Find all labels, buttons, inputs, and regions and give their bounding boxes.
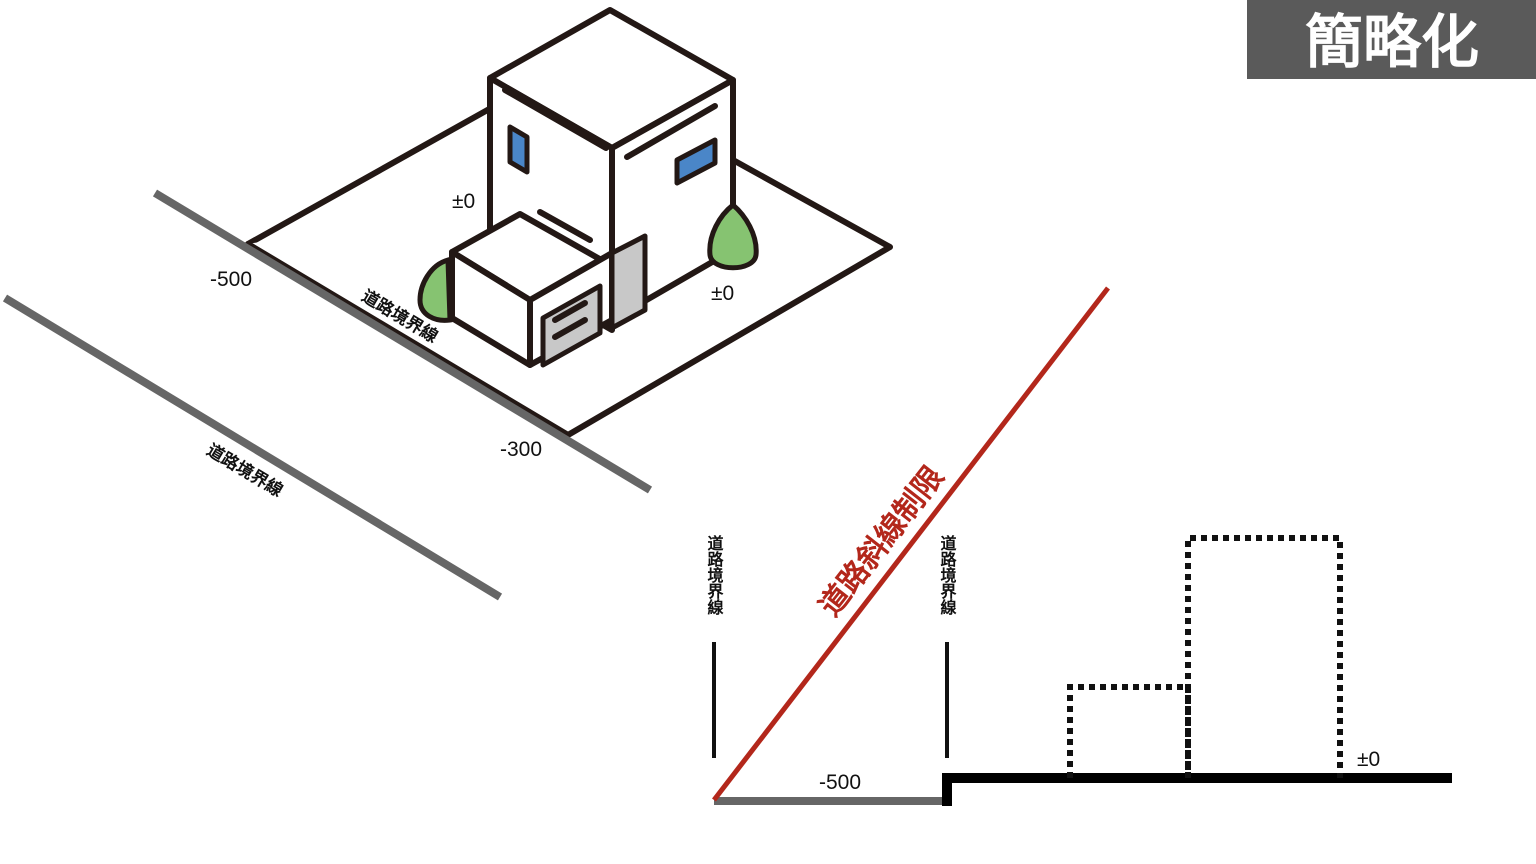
road-boundary-outer-label: 道路境界線 <box>203 440 287 502</box>
building-high-outline <box>1185 535 1343 778</box>
title-badge: 簡略化 <box>1247 0 1536 79</box>
level-label-house-left: ±0 <box>452 190 475 213</box>
window-icon <box>674 137 718 186</box>
level-label-house-right: ±0 <box>711 282 734 305</box>
house-illustration <box>417 7 759 368</box>
title-badge-text: 簡略化 <box>1305 8 1479 76</box>
door-icon <box>609 233 648 331</box>
boundary-label-right: 道路境界線 <box>938 534 957 616</box>
road-boundary-outer-line <box>2 294 503 601</box>
level-label-bottom: -300 <box>500 438 542 461</box>
boundary-label-left: 道路境界線 <box>705 534 724 616</box>
road-boundary-inner-line <box>152 189 653 494</box>
ground-level-label: ±0 <box>1357 748 1380 771</box>
road-level-label: -500 <box>819 771 861 794</box>
slope-limit-line <box>712 286 1110 802</box>
tree-icon <box>707 201 759 271</box>
building-low-outline <box>1067 684 1191 778</box>
level-label-left: -500 <box>210 268 252 291</box>
section-diagram: 道路境界線 道路境界線 道路斜線制限 -500 ±0 <box>705 286 1452 806</box>
window-icon <box>507 124 530 175</box>
ground-line <box>942 773 1452 806</box>
tree-icon <box>417 256 453 323</box>
slope-limit-label: 道路斜線制限 <box>813 460 951 623</box>
